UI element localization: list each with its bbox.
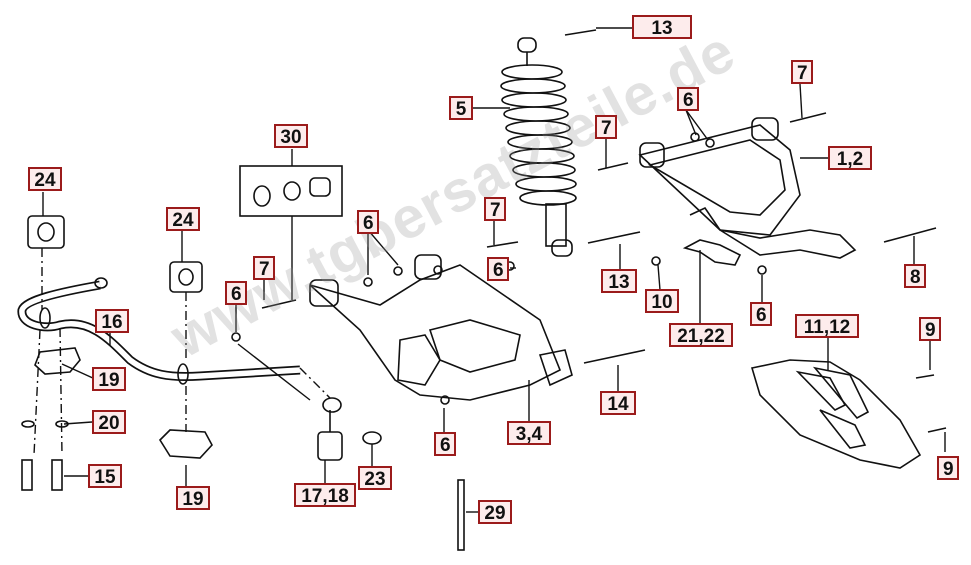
callout-3-4-lower-arm: 3,4: [507, 421, 551, 445]
assembly-axes: [33, 248, 331, 456]
shock-absorber: [500, 37, 577, 257]
callout-5-shock: 5: [449, 96, 473, 120]
upper-a-arm: [638, 117, 857, 259]
callout-17-18-link: 17,18: [294, 483, 356, 507]
callout-6-lower-nuts: 6: [357, 210, 379, 234]
callout-30-bushing-kit: 30: [274, 124, 308, 148]
nuts: [231, 132, 767, 405]
bolt-15-left: [21, 459, 33, 491]
callout-6-right: 6: [750, 302, 772, 326]
callout-24-left: 24: [28, 167, 62, 191]
callout-23: 23: [358, 466, 392, 490]
stabilizer-bushing-right: [169, 261, 203, 293]
callout-24-right: 24: [166, 207, 200, 231]
callout-7-top-right: 7: [791, 60, 813, 84]
callout-6-left: 6: [225, 281, 247, 305]
callout-11-12-skid-plate: 11,12: [795, 314, 859, 338]
stabilizer-link: [317, 397, 343, 461]
callout-21-22-bracket: 21,22: [669, 323, 733, 347]
skid-plate: [750, 359, 922, 469]
callout-19-upper: 19: [92, 367, 126, 391]
callout-20: 20: [92, 410, 126, 434]
clamp-right: [158, 429, 213, 459]
callout-13-lower: 13: [601, 269, 637, 293]
callout-19-lower: 19: [176, 486, 210, 510]
callout-15: 15: [88, 464, 122, 488]
long-bolts: [261, 29, 947, 433]
callout-6-upper-nuts: 6: [677, 87, 699, 111]
washer-23: [362, 431, 382, 445]
callout-8: 8: [904, 264, 926, 288]
stabilizer-bushing-left: [27, 215, 65, 249]
bushing-kit: [239, 165, 343, 217]
lower-a-arm: [309, 254, 573, 401]
callout-14: 14: [600, 391, 636, 415]
bolt-15-right: [51, 459, 63, 491]
clamp-left: [34, 347, 81, 375]
callout-7-left: 7: [253, 256, 275, 280]
bracket: [682, 239, 742, 266]
callout-6-bottom: 6: [434, 432, 456, 456]
washer-20-left: [21, 420, 35, 428]
callout-7-lower: 7: [484, 197, 506, 221]
leader-lines: [42, 27, 946, 513]
callout-1-2-upper-arm: 1,2: [828, 146, 872, 170]
callout-9-upper: 9: [919, 317, 941, 341]
stabilizer-bar: [17, 277, 301, 385]
cable-tie: [457, 479, 465, 551]
callout-13-top: 13: [632, 15, 692, 39]
callout-7-upper: 7: [595, 115, 617, 139]
callout-10: 10: [645, 289, 679, 313]
callout-6-small: 6: [487, 257, 509, 281]
callout-16-stabilizer: 16: [95, 309, 129, 333]
callout-29: 29: [478, 500, 512, 524]
callout-9-lower: 9: [937, 456, 959, 480]
